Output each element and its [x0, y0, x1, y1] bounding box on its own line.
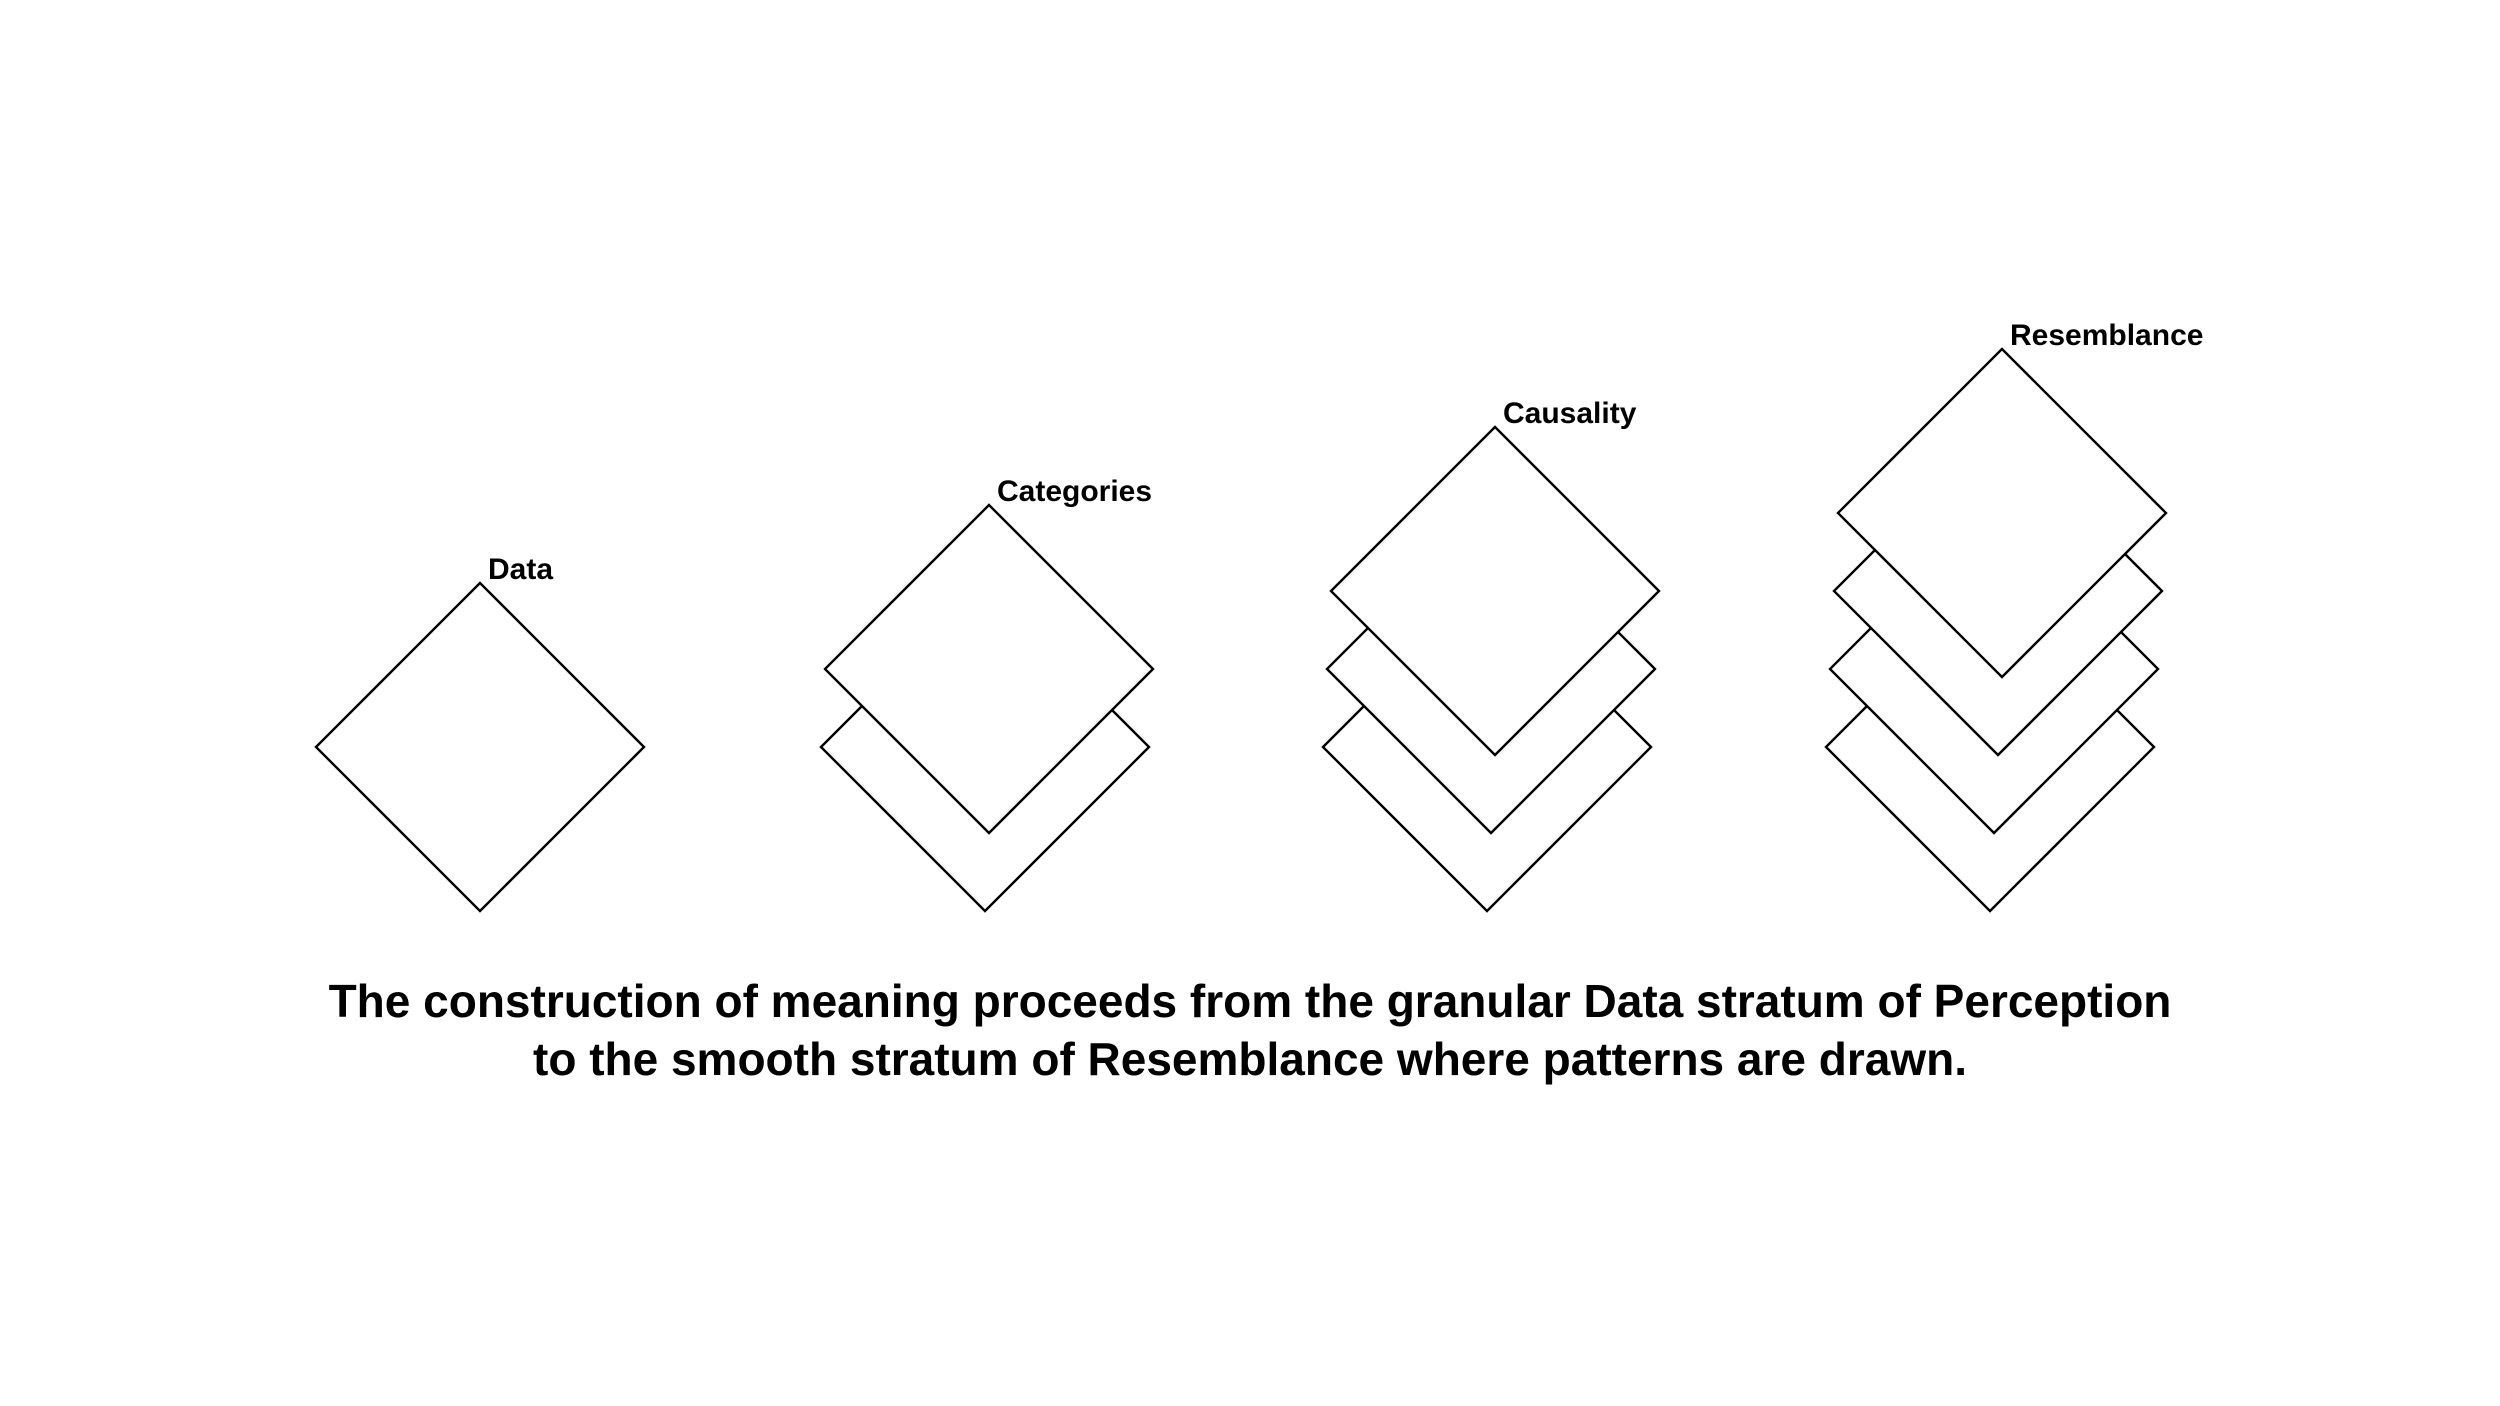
stratum-label: Causality	[1503, 397, 1637, 430]
stratum-label: Resemblance	[2010, 319, 2203, 352]
stratum-layer-diamond	[314, 581, 646, 913]
caption-line-2: to the smooth stratum of Resemblance whe…	[533, 1033, 1967, 1085]
stratum-label: Categories	[997, 475, 1152, 508]
stratum-label: Data	[488, 553, 553, 586]
caption-line-1: The construction of meaning proceeds fro…	[328, 975, 2172, 1027]
diagram-caption: The construction of meaning proceeds fro…	[150, 972, 2350, 1088]
stratum-layer-diamond	[1329, 425, 1661, 757]
stratum-data: Data	[314, 553, 646, 913]
stratum-layer-diamond	[1836, 347, 2168, 679]
stratum-resemblance: Resemblance	[1824, 319, 2203, 913]
stratum-layer-diamond	[823, 503, 1155, 835]
stratum-categories: Categories	[819, 475, 1155, 913]
stratum-causality: Causality	[1321, 397, 1661, 913]
